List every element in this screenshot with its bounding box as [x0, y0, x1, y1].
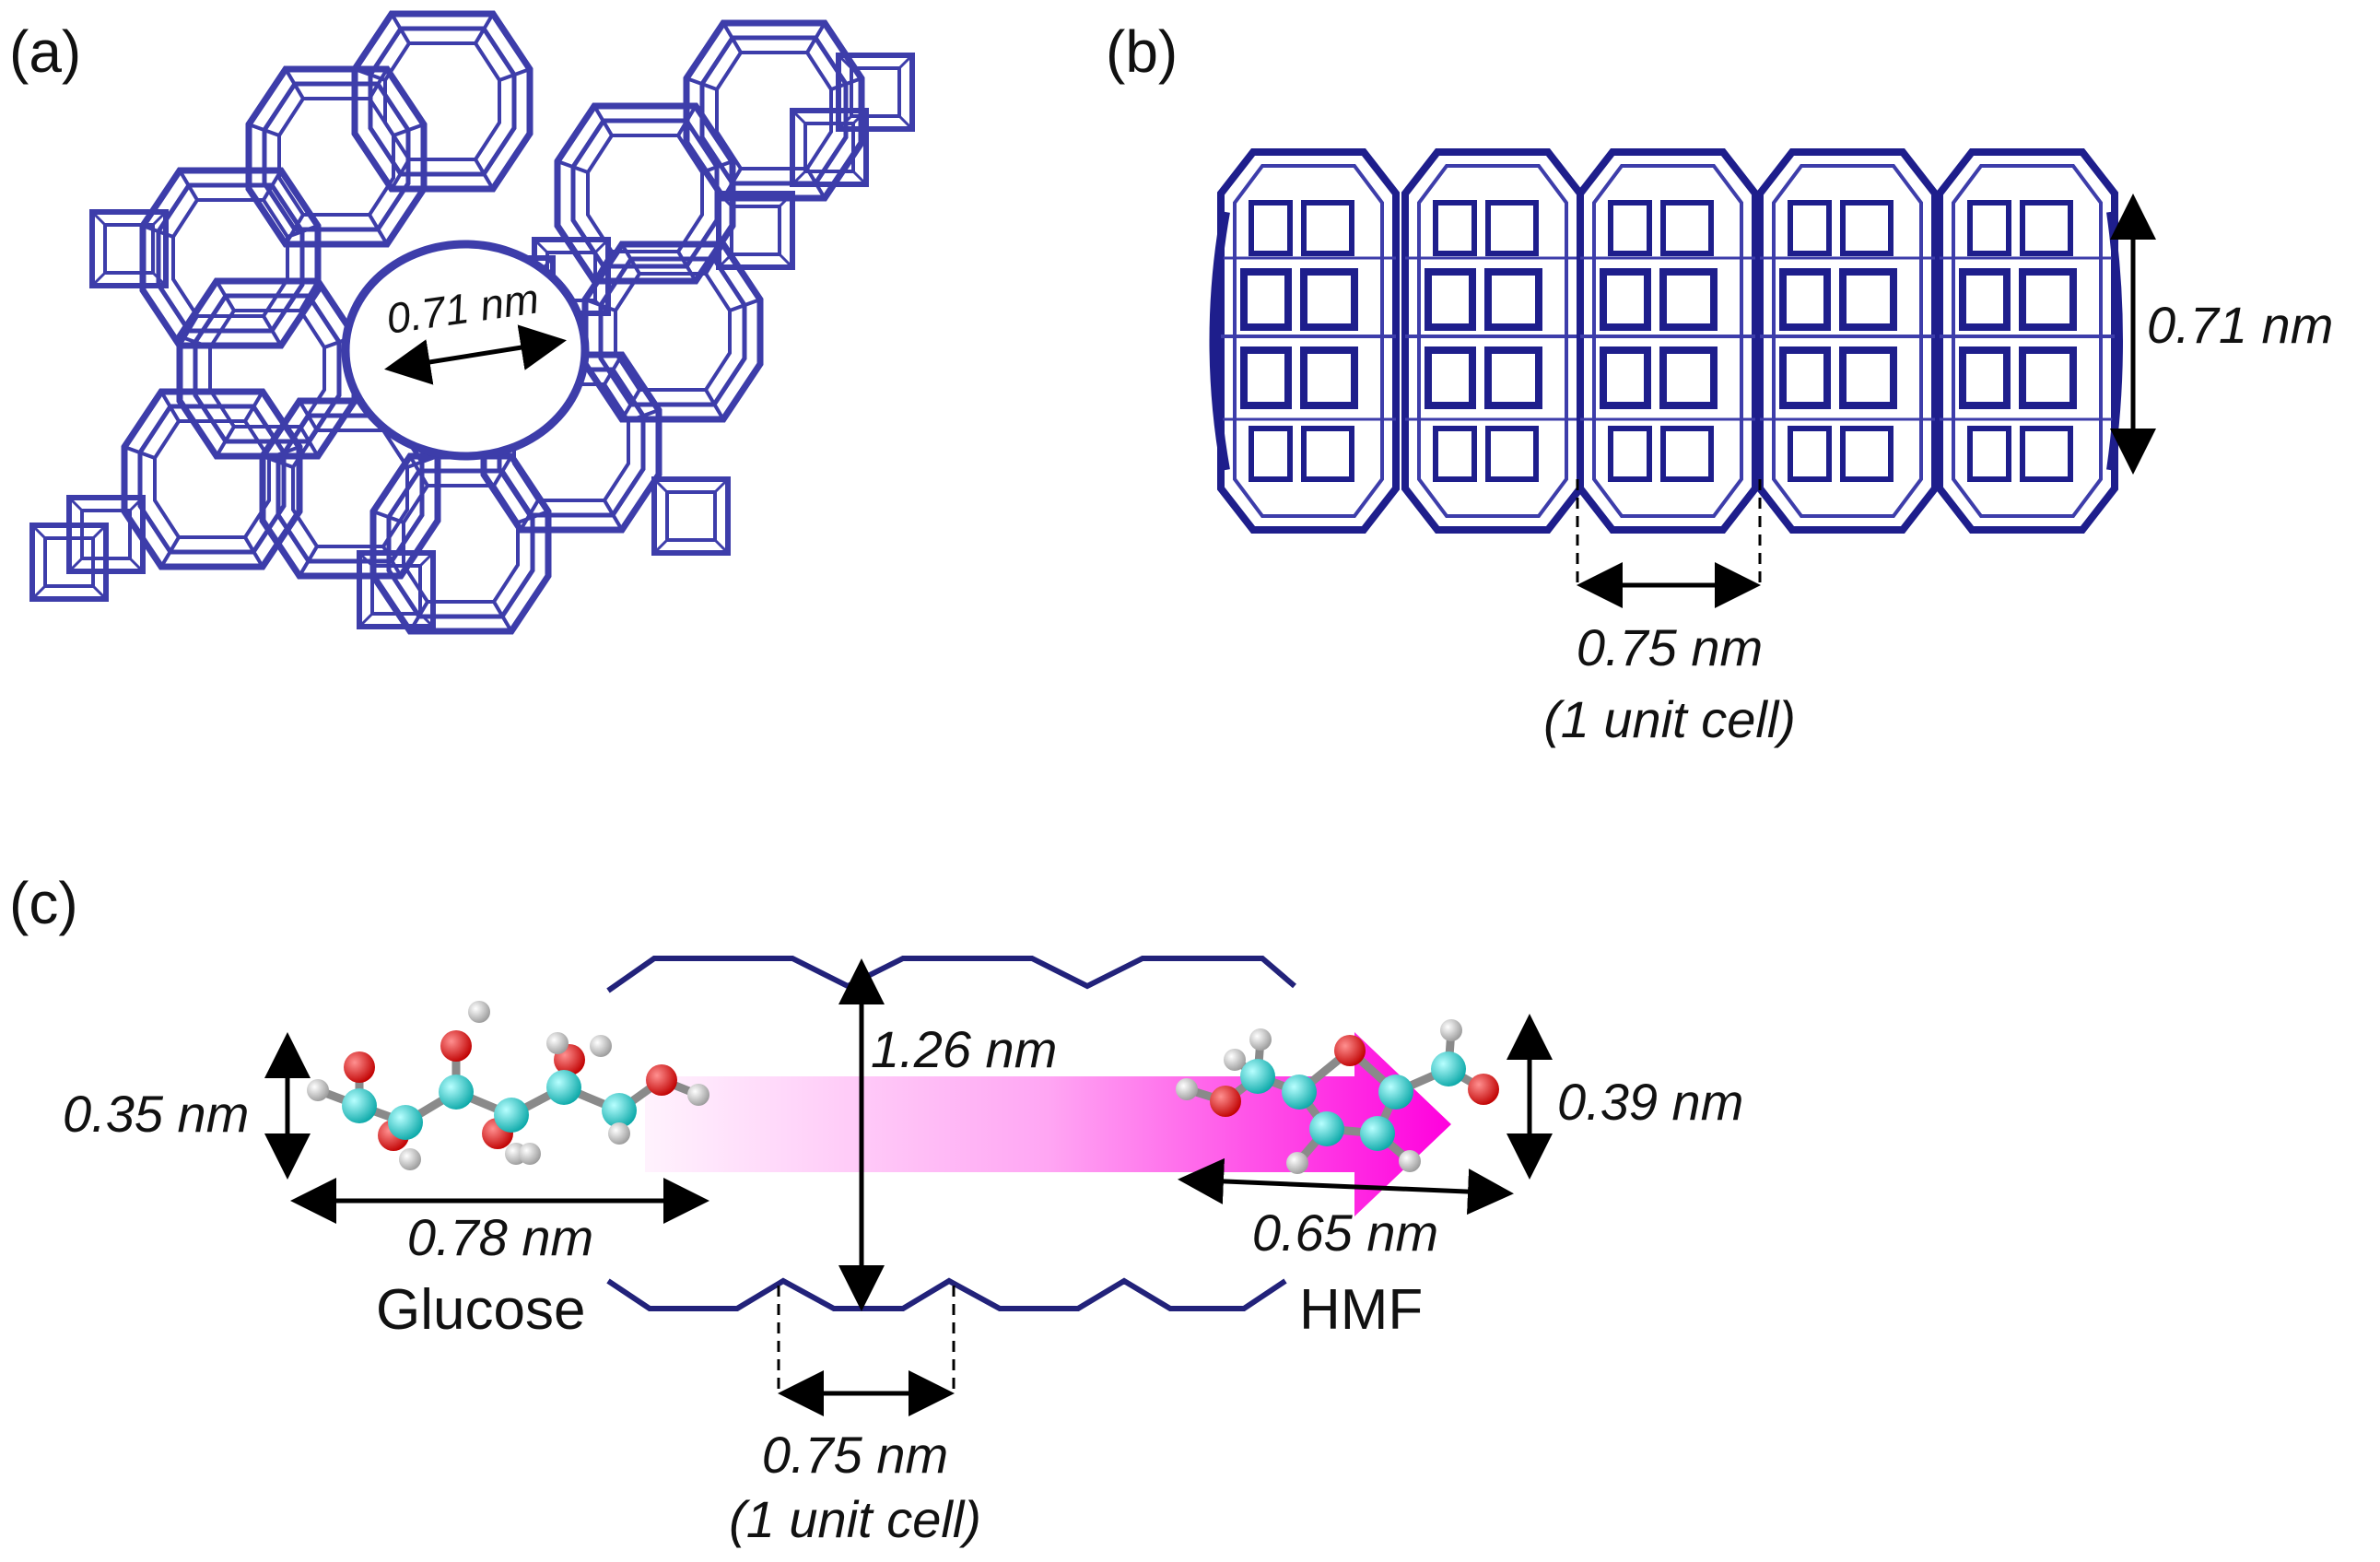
cell-note-c: (1 unit cell): [729, 1490, 981, 1548]
panel-b: (b) 0.71 nm 0.75 nm (1 unit cell): [1106, 18, 2333, 748]
panel-b-label: (b): [1106, 18, 1178, 85]
channel-cages: [1209, 152, 2123, 530]
hmf-name: HMF: [1299, 1278, 1423, 1342]
cell-note-b: (1 unit cell): [1543, 690, 1796, 748]
panel-a-label: (a): [9, 18, 81, 85]
cell-length-label-b: 0.75 nm: [1577, 618, 1763, 676]
channel-wall-bottom: [606, 1277, 1287, 1311]
panel-c: (c) 1.26 nm 0.75 nm (1 unit cell): [9, 870, 1743, 1548]
pore-diameter-arrow: [384, 324, 567, 385]
glucose-height-label: 0.35 nm: [63, 1085, 249, 1143]
central-pore: [341, 240, 590, 461]
hmf-height-label: 0.39 nm: [1557, 1073, 1743, 1131]
hmf-molecule: [1176, 1019, 1499, 1174]
channel-height-label: 0.71 nm: [2147, 296, 2333, 354]
glucose-length-label: 0.78 nm: [407, 1208, 593, 1266]
channel-width-label: 1.26 nm: [871, 1020, 1057, 1078]
hmf-length-arrow: [1178, 1157, 1514, 1216]
glucose-molecule: [307, 1001, 709, 1170]
glucose-name: Glucose: [376, 1278, 585, 1342]
panel-c-label: (c): [9, 870, 78, 936]
hmf-length-label: 0.65 nm: [1252, 1204, 1438, 1262]
channel-wall-top: [606, 956, 1296, 993]
cell-length-label-c: 0.75 nm: [762, 1426, 948, 1484]
panel-a: (a) 0.71 nm: [9, 14, 912, 631]
